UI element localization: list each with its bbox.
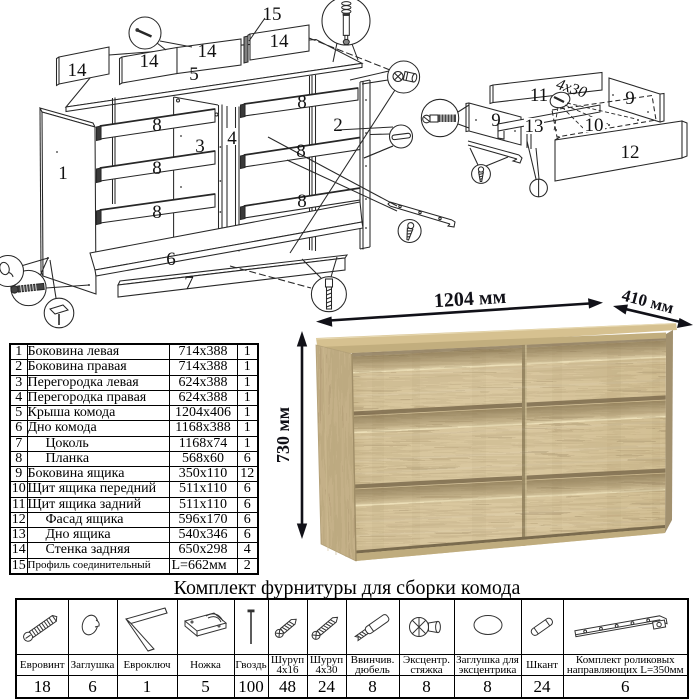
svg-text:14: 14 — [198, 41, 218, 62]
svg-text:3: 3 — [195, 136, 205, 157]
svg-text:8: 8 — [296, 141, 306, 162]
svg-text:12: 12 — [621, 142, 640, 163]
svg-text:410 мм: 410 мм — [620, 285, 676, 317]
svg-text:8: 8 — [297, 92, 307, 113]
svg-text:8: 8 — [152, 158, 162, 179]
svg-text:8: 8 — [297, 191, 307, 212]
svg-text:13: 13 — [525, 116, 544, 137]
svg-text:9: 9 — [625, 88, 635, 109]
svg-text:14: 14 — [140, 51, 160, 72]
svg-text:10: 10 — [585, 115, 604, 136]
svg-text:9: 9 — [491, 110, 501, 131]
svg-text:6: 6 — [166, 249, 176, 270]
svg-text:11: 11 — [530, 85, 548, 106]
svg-text:730 мм: 730 мм — [273, 407, 293, 463]
svg-text:1204 мм: 1204 мм — [433, 286, 506, 312]
svg-text:7: 7 — [184, 273, 194, 294]
svg-text:14: 14 — [270, 31, 290, 52]
svg-text:8: 8 — [152, 115, 162, 136]
svg-text:14: 14 — [68, 60, 88, 81]
svg-text:8: 8 — [152, 202, 162, 223]
svg-text:15: 15 — [263, 4, 282, 25]
svg-text:2: 2 — [333, 115, 343, 136]
svg-text:1: 1 — [58, 163, 68, 184]
svg-text:5: 5 — [189, 64, 199, 85]
svg-text:4: 4 — [227, 128, 237, 149]
